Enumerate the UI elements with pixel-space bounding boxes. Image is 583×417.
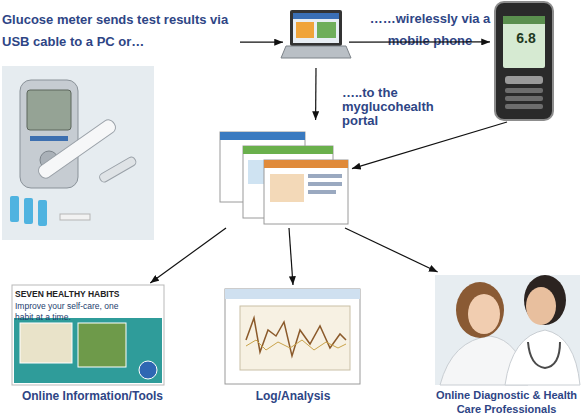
arrow-connector (315, 68, 317, 120)
photo-background (435, 275, 580, 385)
portal-image (270, 174, 304, 202)
hair (524, 275, 566, 325)
pen-cap (98, 156, 137, 184)
portal-node (212, 120, 352, 228)
photo-background (2, 66, 154, 240)
info-tools-node: SEVEN HEALTHY HABITSImprove your self-ca… (10, 283, 175, 413)
white-coat (505, 330, 580, 385)
log-screenshot (225, 289, 360, 384)
portal-text-line (308, 182, 342, 186)
node-text: Online Diagnostic & Health Care Professi… (430, 388, 583, 416)
meter-logo (30, 136, 68, 141)
arrow-connector (240, 41, 283, 42)
test-strip (38, 200, 47, 226)
face (526, 287, 556, 325)
laptop-display-block (296, 22, 314, 38)
arrow-connector (352, 122, 507, 169)
phone-keys (505, 104, 543, 109)
arrow-connector (289, 228, 293, 285)
laptop-node (283, 8, 349, 68)
phone-keys (505, 76, 543, 84)
test-strip (24, 198, 33, 224)
phone-body (495, 2, 553, 120)
arrow-connector (150, 228, 226, 283)
lancet (60, 214, 90, 220)
log-chart-line (246, 340, 346, 350)
laptop-display-header (293, 13, 339, 19)
edge-label: ……wirelessly via a mobile phone (368, 8, 492, 52)
log-chart-line (246, 318, 346, 356)
laptop-display (293, 13, 339, 43)
face (468, 294, 500, 334)
stethoscope (528, 342, 560, 368)
diagnostic-node: Online Diagnostic & Health Care Professi… (430, 272, 583, 417)
portal-text-line (308, 174, 342, 178)
laptop-base (281, 46, 351, 58)
node-text: 6.8 (511, 30, 541, 46)
edge-label: …..to the myglucohealth portal (342, 86, 442, 128)
info-card-band (14, 318, 162, 383)
laptop-display-block (317, 22, 336, 38)
portal-header (220, 132, 305, 140)
phone-screen (503, 16, 545, 68)
log-header (225, 289, 360, 299)
portal-header (264, 160, 348, 168)
phone-keys (505, 88, 543, 93)
meter-node: Glucose meter sends test results via USB… (0, 8, 240, 243)
node-text: SEVEN HEALTHY HABITS (15, 289, 165, 300)
node-text: Log/Analysis (222, 388, 364, 404)
portal-text-line (308, 190, 336, 194)
node-text: Improve your self-care, one habit at a t… (15, 301, 125, 323)
arrow-connector (349, 41, 490, 42)
node-text: Online Information/Tools (10, 388, 175, 404)
portal-screenshot (264, 160, 348, 224)
node-text: Glucose meter sends test results via USB… (2, 9, 240, 53)
hair (456, 282, 504, 338)
info-card-photo (20, 323, 72, 363)
portal-header (243, 146, 333, 154)
arrow-connector (345, 228, 438, 272)
test-strip (10, 196, 19, 222)
info-card (12, 285, 164, 385)
meter-screen (27, 90, 71, 130)
phone-node: 6.8 (490, 0, 558, 122)
info-card-photo (78, 323, 126, 367)
laptop-screen-frame (290, 10, 342, 46)
phone-keys (505, 96, 543, 101)
go-button (139, 361, 157, 379)
log-chart-area (240, 306, 350, 370)
phone-screen-bar (503, 16, 545, 24)
log-analysis-node: Log/Analysis (222, 285, 364, 410)
